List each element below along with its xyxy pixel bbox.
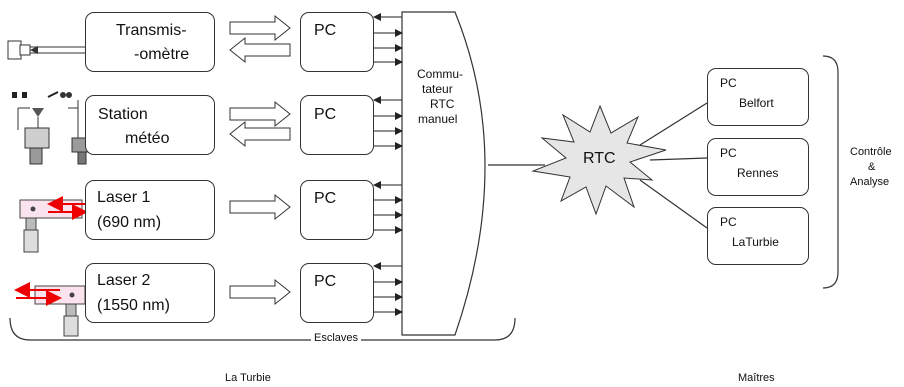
transmissometre-line1: Transmis- [116, 22, 187, 39]
switch-line3: RTC [430, 97, 455, 111]
master-box-rennes [707, 138, 809, 196]
controle-line3: Analyse [850, 176, 890, 188]
connection-lines [488, 102, 708, 229]
pc-label-2: PC [314, 106, 337, 123]
laser2-box [85, 263, 215, 323]
la-turbie-label: La Turbie [225, 372, 271, 384]
station-box [85, 95, 215, 155]
master-box-laturbie [707, 207, 809, 265]
master-belfort-line2: Belfort [739, 96, 774, 110]
laser1-box [85, 180, 215, 240]
rtc-starburst [531, 104, 667, 216]
pc-label-4: PC [314, 273, 337, 290]
maitres-label: Maîtres [738, 372, 775, 384]
pc-label-1: PC [314, 22, 337, 39]
laser2-icon [14, 282, 86, 337]
pc-box-1 [300, 12, 374, 72]
maitres-bracket [822, 55, 839, 289]
switch-line4: manuel [418, 112, 458, 126]
station-line2: météo [125, 130, 170, 147]
laser2-line2: (1550 nm) [97, 297, 170, 314]
esclaves-label: Esclaves [311, 332, 362, 345]
master-rennes-line1: PC [720, 146, 737, 160]
transmissometre-line2: -omètre [134, 46, 190, 63]
switch-line1: Commu- [417, 67, 464, 81]
station-line1: Station [98, 106, 148, 123]
laser2-line1: Laser 2 [97, 272, 151, 289]
laser1-line1: Laser 1 [97, 189, 151, 206]
laser1-line2: (690 nm) [97, 214, 162, 231]
pc-box-2 [300, 95, 374, 155]
laser1-icon [19, 196, 88, 253]
rtc-label: RTC [583, 150, 616, 167]
pc-box-3 [300, 180, 374, 240]
master-belfort-line1: PC [720, 76, 737, 90]
pc-switch-arrows [373, 13, 403, 316]
controle-line1: Contrôle [850, 146, 892, 158]
esclaves-bracket [9, 317, 516, 341]
block-arrows [229, 14, 291, 306]
switch-panel [401, 11, 486, 336]
pc-label-3: PC [314, 190, 337, 207]
transmissometre-box [85, 12, 215, 72]
master-laturbie-line2: LaTurbie [732, 235, 779, 249]
controle-line2: & [868, 161, 876, 173]
master-laturbie-line1: PC [720, 215, 737, 229]
pc-box-4 [300, 263, 374, 323]
master-rennes-line2: Rennes [737, 166, 779, 180]
switch-line2: tateur [422, 82, 453, 96]
master-box-belfort [707, 68, 809, 126]
weather-station-icon [12, 91, 93, 165]
